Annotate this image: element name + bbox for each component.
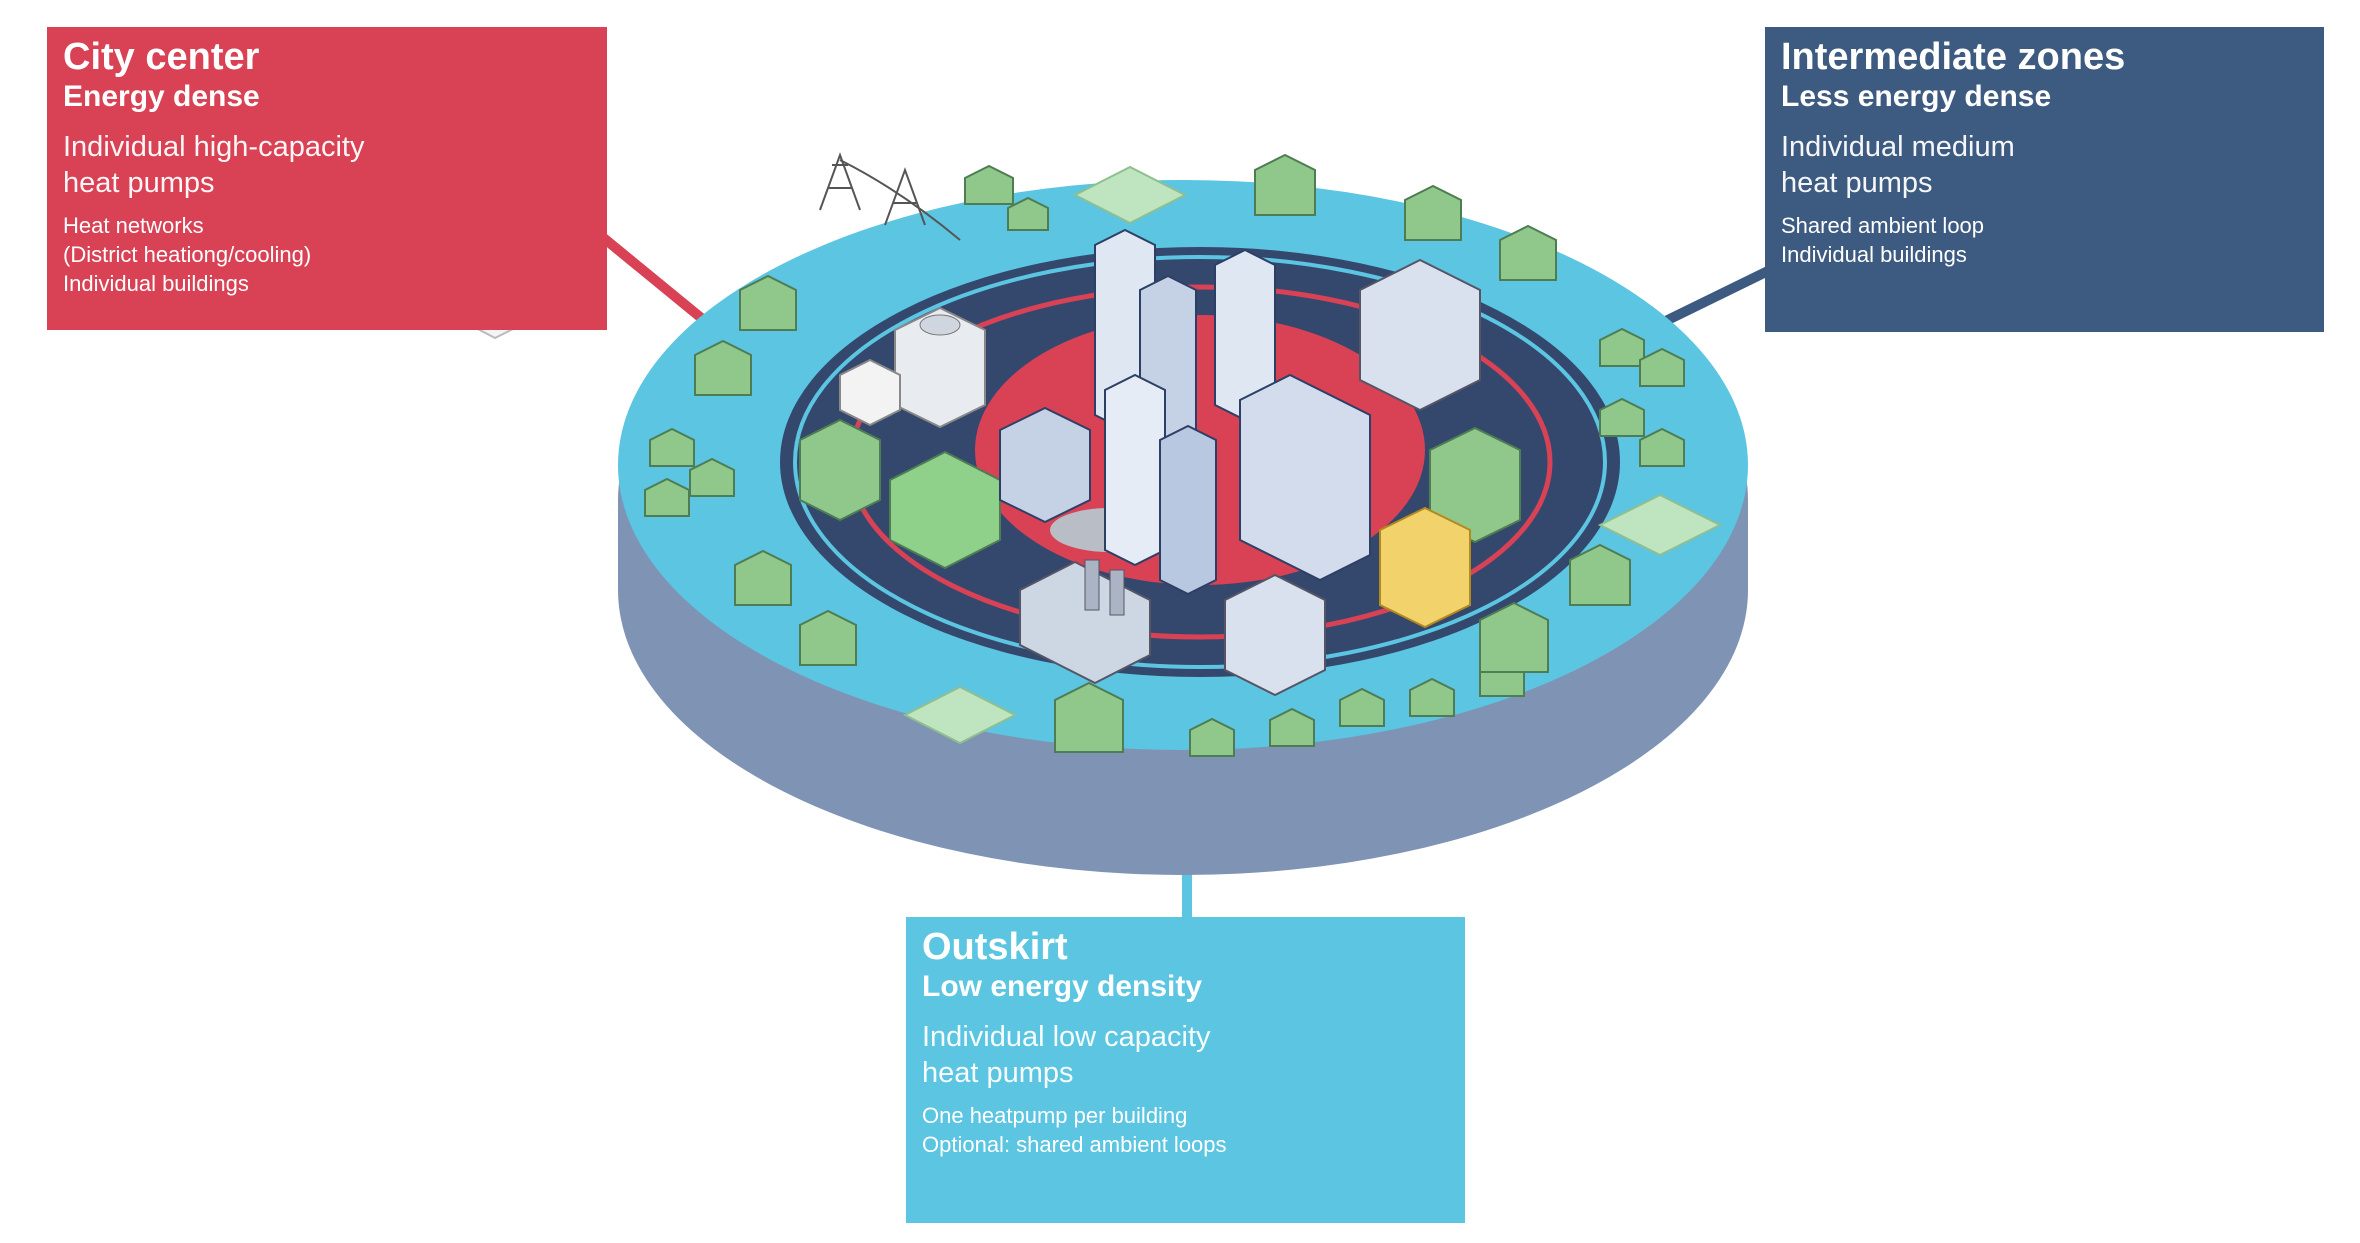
panel-subtitle: Energy dense (63, 80, 260, 113)
detail-line: (District heationg/cooling) (63, 242, 312, 267)
main-line: heat pumps (922, 1057, 1074, 1089)
panel-title: Intermediate zones (1781, 36, 2126, 78)
detail-line: One heatpump per building (922, 1103, 1188, 1128)
panel-detail-text: One heatpump per building Optional: shar… (922, 1101, 1449, 1159)
detail-line: Shared ambient loop (1781, 213, 1985, 238)
main-line: Individual low capacity (922, 1021, 1211, 1053)
outskirt-houses (644, 153, 1685, 757)
panel-main-text: Individual high-capacity heat pumps (63, 129, 591, 201)
detail-line: Optional: shared ambient loops (922, 1132, 1227, 1157)
intermediate-buildings (799, 258, 1521, 697)
main-line: heat pumps (63, 167, 215, 199)
panel-title: City center (63, 36, 260, 78)
intermediate-zones-panel: Intermediate zones Less energy dense Ind… (1765, 27, 2324, 332)
panel-main-text: Individual medium heat pumps (1781, 129, 2308, 201)
panel-detail-text: Shared ambient loop Individual buildings (1781, 211, 2308, 269)
panel-main-text: Individual low capacity heat pumps (922, 1019, 1449, 1091)
power-tower-icon (819, 152, 961, 241)
main-line: heat pumps (1781, 167, 1933, 199)
main-line: Individual high-capacity (63, 131, 365, 163)
detail-line: Individual buildings (63, 271, 249, 296)
helipad-icon (919, 314, 961, 336)
city-center-panel: City center Energy dense Individual high… (47, 27, 607, 330)
panel-subtitle: Low energy density (922, 970, 1203, 1003)
detail-line: Heat networks (63, 213, 204, 238)
skyscrapers (999, 228, 1371, 596)
main-line: Individual medium (1781, 131, 2015, 163)
panel-subtitle: Less energy dense (1781, 80, 2052, 113)
outskirt-panel: Outskirt Low energy density Individual l… (906, 917, 1465, 1223)
detail-line: Individual buildings (1781, 242, 1967, 267)
panel-title: Outskirt (922, 926, 1068, 968)
panel-detail-text: Heat networks (District heationg/cooling… (63, 211, 591, 298)
parks (902, 165, 1723, 745)
